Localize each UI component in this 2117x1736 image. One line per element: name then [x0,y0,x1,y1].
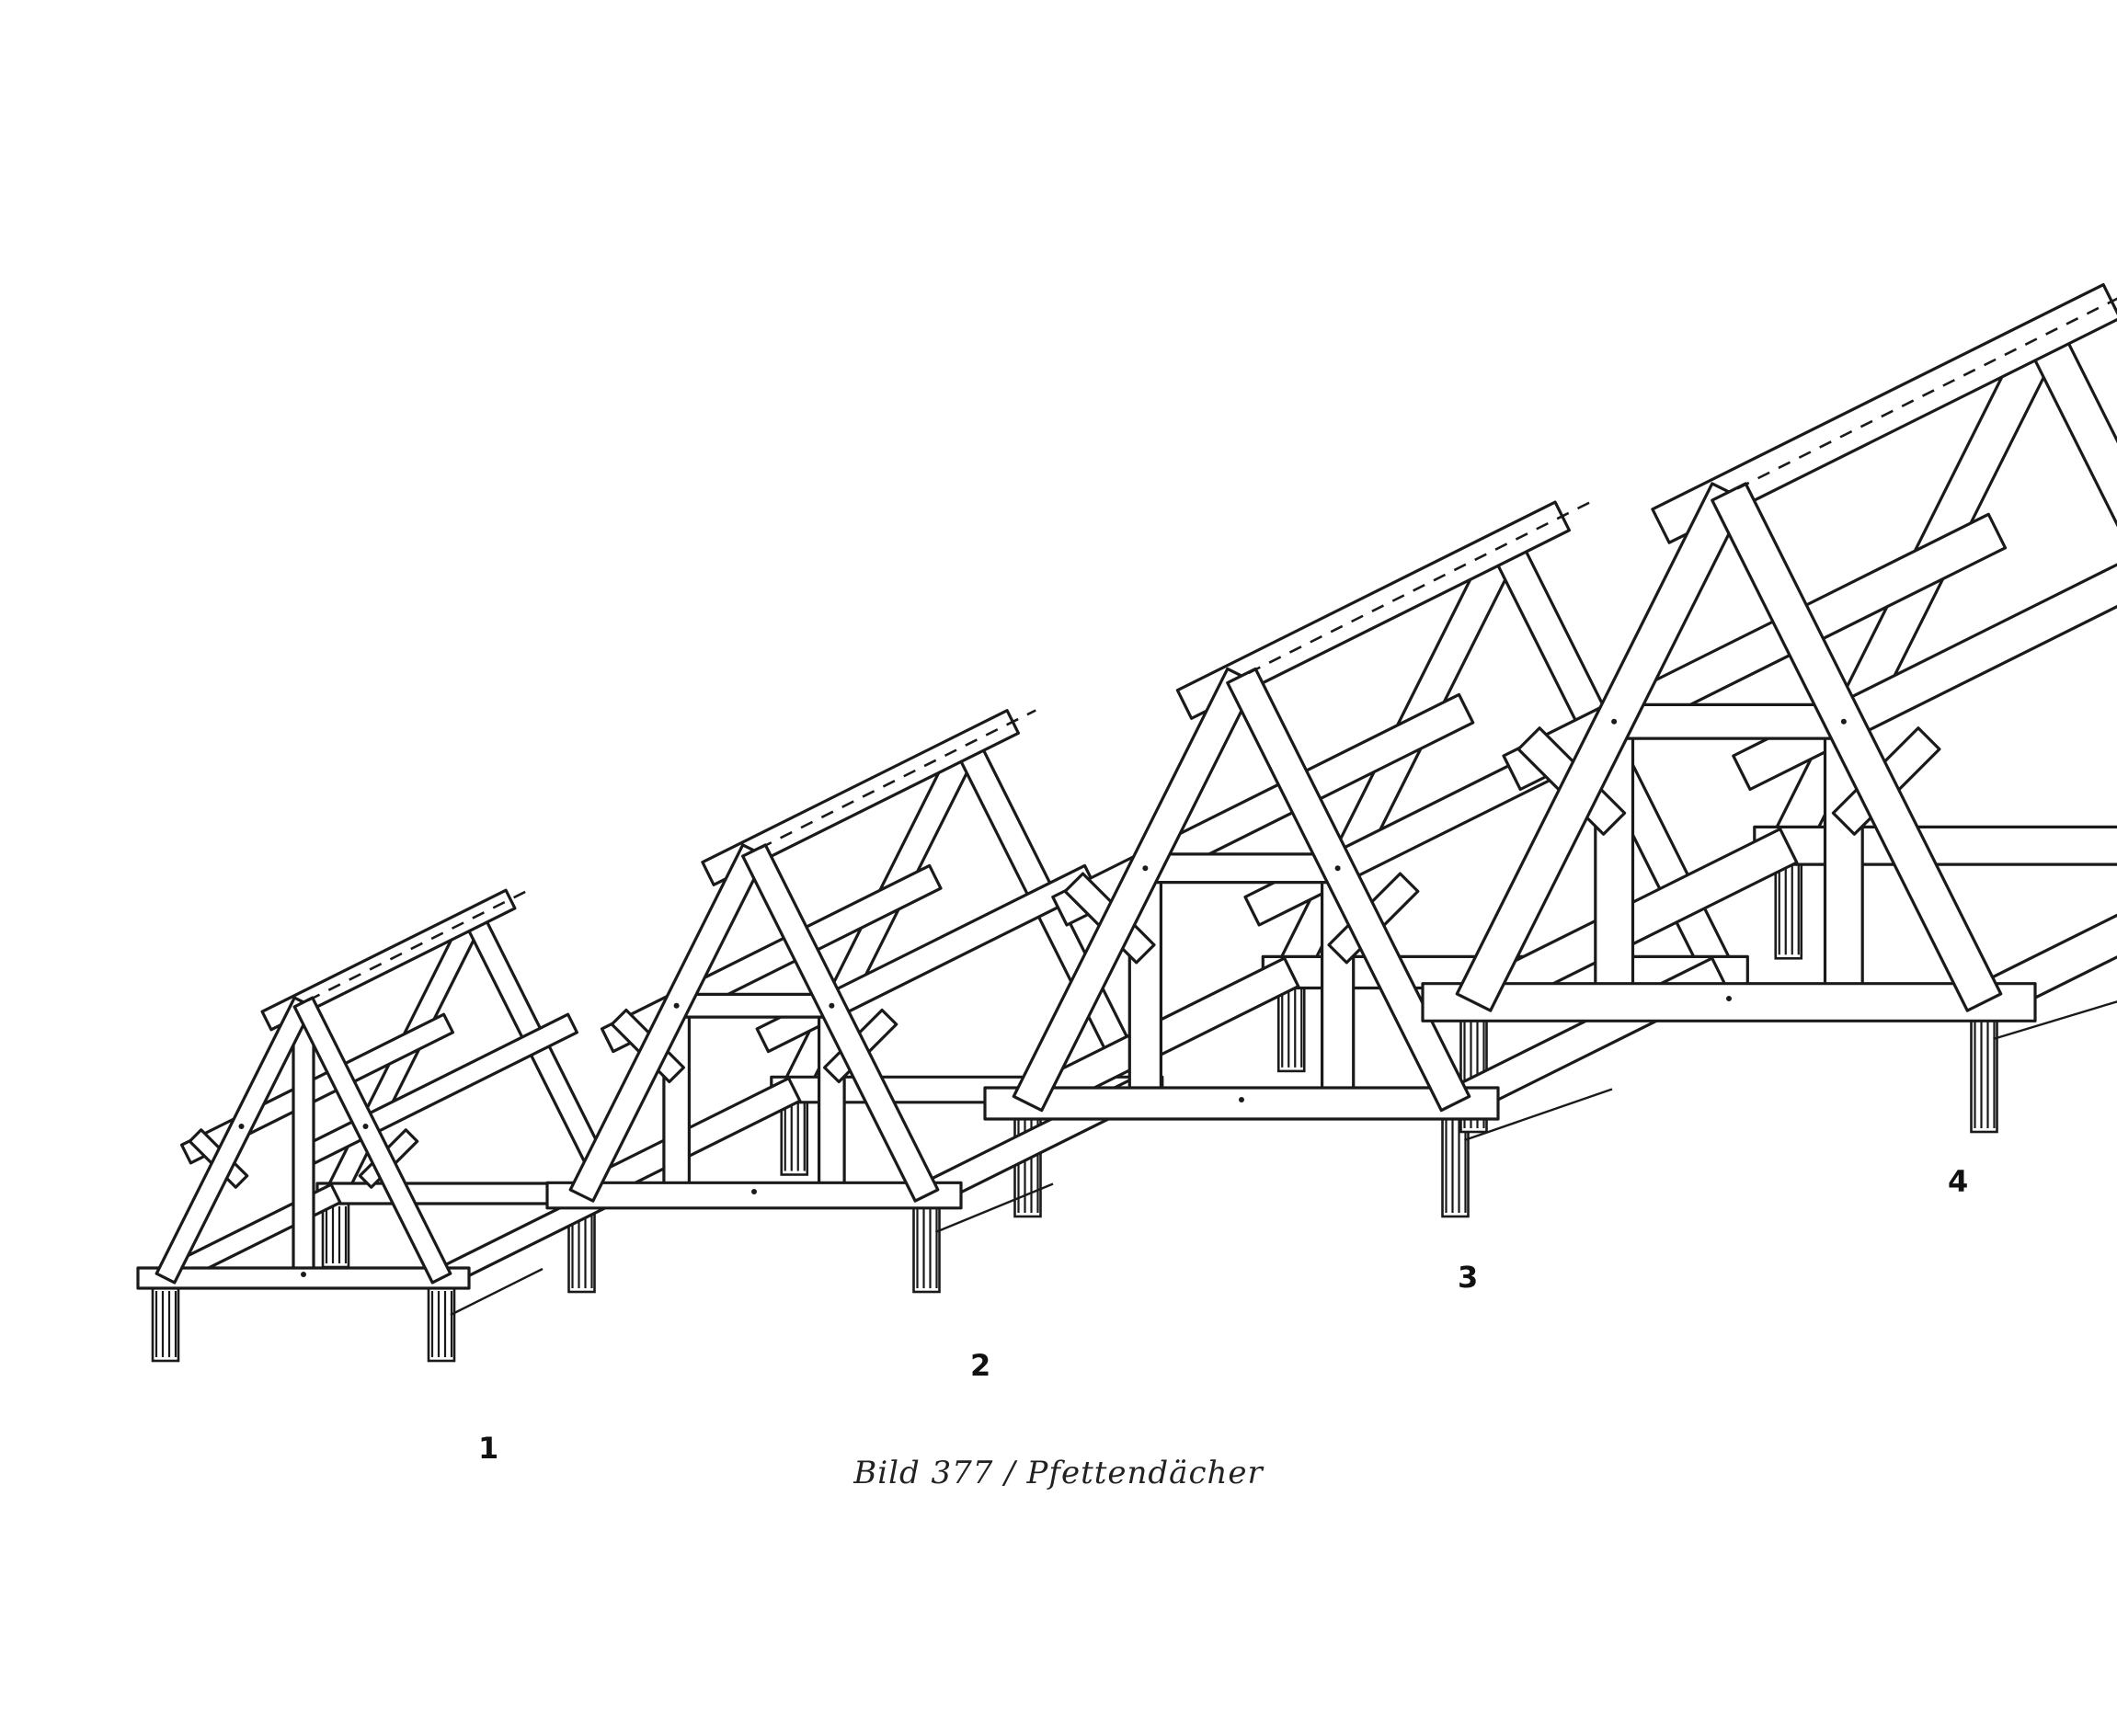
ridge-line-1 [307,888,530,1002]
rafter-front-right [292,996,452,1285]
truss-frame-4 [1421,283,2117,1041]
nail-mark [362,1124,369,1129]
support-front-right-1 [427,1285,456,1363]
nail-mark [301,1272,306,1277]
nail-mark [1611,718,1618,725]
ground-line-3 [1464,1088,1613,1142]
nail-mark [1142,865,1149,872]
tie-beam-front [136,1266,471,1290]
variant-label-3: 3 [1458,1260,1479,1295]
nail-mark [238,1124,245,1129]
support-front-right-2 [912,1203,941,1294]
rafter-front-right [1711,482,2003,1012]
collar-beam [674,992,834,1019]
variant-label-2: 2 [970,1348,991,1383]
rafter-front-left [1455,482,1747,1012]
ridge-purlin [701,709,1021,886]
tie-beam-front [1421,982,2037,1022]
tie-beam-front [545,1181,963,1210]
truss-frame-2 [545,709,1164,1234]
ground-line-2 [935,1182,1054,1234]
ridge-line-4 [1736,297,2117,490]
rafter-front-left [1012,667,1257,1113]
collar-beam [1143,852,1340,885]
nail-mark [829,1002,835,1009]
figure-caption: Bild 377 / Pfettendächer [853,1455,1264,1491]
truss-frame-1 [136,888,632,1317]
nail-mark [1334,865,1341,872]
tie-beam-front [983,1086,1500,1121]
rafter-front-left [568,843,767,1203]
ridge-line-3 [1248,500,1592,675]
variant-label-1: 1 [478,1431,499,1466]
nail-mark [751,1189,757,1194]
nail-mark [1726,996,1732,1001]
support-back-left-2 [780,1097,809,1176]
rafter-front-right [741,843,940,1203]
support-front-left-1 [151,1285,180,1363]
support-back-left-1 [321,1201,350,1269]
truss-frames [136,283,2117,1317]
ridge-line-2 [759,709,1036,850]
ground-line-4 [1993,1000,2117,1041]
rafter-front-left [154,996,315,1285]
support-back-left-3 [1276,980,1306,1073]
variant-label-4: 4 [1948,1164,1969,1199]
collar-beam [1612,702,1846,740]
support-front-right-4 [1970,1010,1998,1134]
ground-line-1 [450,1267,544,1317]
ridge-purlin [260,888,517,1032]
truss-frame-3 [983,500,1749,1142]
tie-beam-back [1753,825,2117,866]
nail-mark [673,1002,680,1009]
nail-mark [1239,1097,1244,1102]
rafter-front-right [1226,667,1471,1113]
nail-mark [1840,718,1847,725]
king-post [292,1019,315,1280]
